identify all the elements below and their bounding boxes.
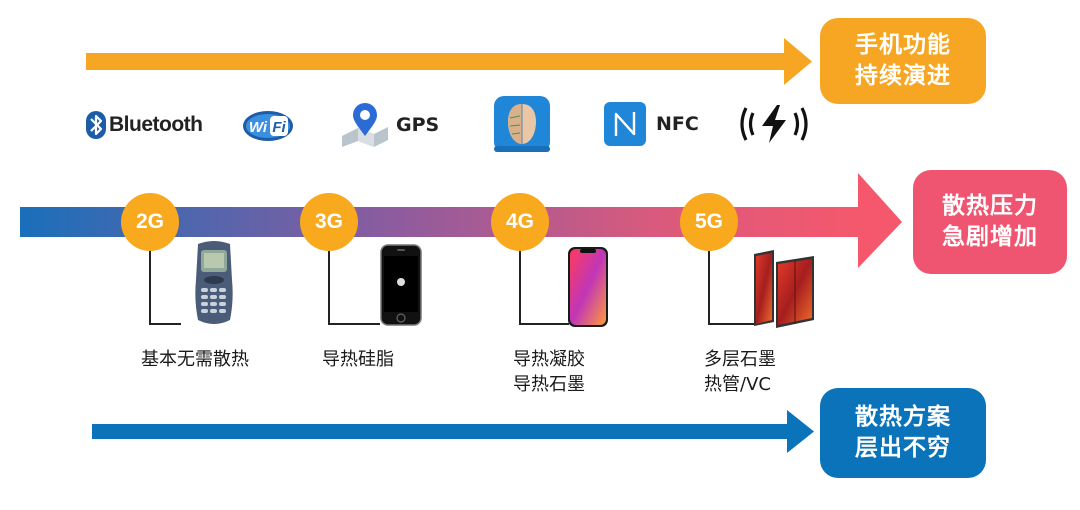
bottom-solution-arrow xyxy=(92,410,814,453)
solution-3g-line1: 导热硅脂 xyxy=(322,349,394,370)
callout-top-line1: 手机功能 xyxy=(855,32,951,58)
callout-cooling-solutions: 散热方案 层出不穷 xyxy=(820,388,986,478)
solution-label-2g: 基本无需散热 xyxy=(141,347,249,372)
face-id-icon xyxy=(494,96,550,152)
wireless-charging-icon xyxy=(740,105,808,143)
feature-wifi: Wi Fi xyxy=(242,110,294,142)
solution-label-4g: 导热凝胶 导热石墨 xyxy=(513,347,585,397)
generation-badge-3g: 3G xyxy=(300,193,358,251)
bracket-line-2g xyxy=(149,251,181,325)
early-smartphone-image xyxy=(380,244,422,326)
generation-badge-4g: 4G xyxy=(491,193,549,251)
solution-5g-line1: 多层石墨 xyxy=(704,349,776,370)
bluetooth-icon xyxy=(86,111,106,139)
svg-text:Wi: Wi xyxy=(249,119,268,136)
top-evolution-arrow xyxy=(86,38,812,85)
bluetooth-label: Bluetooth xyxy=(109,113,203,136)
nfc-label: NFC xyxy=(656,113,699,135)
feature-face-recognition xyxy=(494,96,550,152)
solution-2g-line1: 基本无需散热 xyxy=(141,349,249,370)
callout-bot-line2: 层出不穷 xyxy=(855,435,951,461)
feature-bluetooth: Bluetooth xyxy=(86,111,203,139)
gps-map-pin-icon xyxy=(342,103,388,147)
full-screen-smartphone-image xyxy=(568,247,608,327)
feature-gps: GPS xyxy=(340,102,439,148)
callout-function-evolution: 手机功能 持续演进 xyxy=(820,18,986,104)
feature-phone-image xyxy=(195,241,233,324)
callout-mid-line1: 散热压力 xyxy=(942,193,1038,219)
callout-mid-line2: 急剧增加 xyxy=(942,224,1038,250)
callout-heat-pressure: 散热压力 急剧增加 xyxy=(913,170,1067,274)
callout-bot-line1: 散热方案 xyxy=(855,404,951,430)
generation-badge-2g: 2G xyxy=(121,193,179,251)
bracket-line-3g xyxy=(328,251,380,325)
feature-nfc: NFC xyxy=(604,102,699,146)
nfc-icon xyxy=(604,102,646,146)
wifi-icon: Wi Fi xyxy=(243,111,293,141)
solution-5g-line2: 热管/VC xyxy=(704,374,771,395)
solution-label-5g: 多层石墨 热管/VC xyxy=(704,347,776,397)
solution-4g-line2: 导热石墨 xyxy=(513,374,585,395)
bracket-line-5g xyxy=(708,251,756,325)
solution-4g-line1: 导热凝胶 xyxy=(513,349,585,370)
gps-label: GPS xyxy=(396,114,440,136)
generation-badge-5g: 5G xyxy=(680,193,738,251)
feature-wireless-charging xyxy=(736,102,812,146)
solution-label-3g: 导热硅脂 xyxy=(322,347,394,372)
callout-top-line2: 持续演进 xyxy=(855,63,951,89)
bracket-line-4g xyxy=(519,251,569,325)
foldable-phone-image xyxy=(754,250,814,328)
svg-text:Fi: Fi xyxy=(272,119,286,136)
